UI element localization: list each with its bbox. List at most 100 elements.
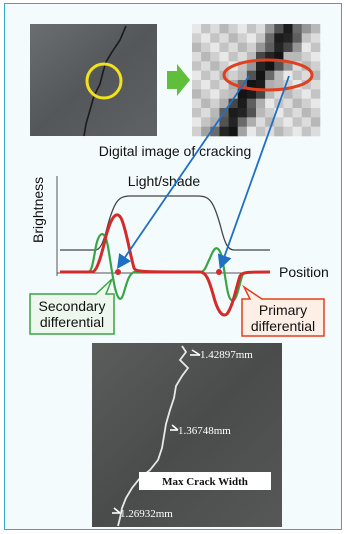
red-highlight-ellipse [222, 58, 314, 92]
pixel-cell [256, 80, 266, 90]
secondary-differential-curve [60, 233, 271, 302]
pixel-cell [283, 98, 293, 109]
pixel-cell [246, 98, 257, 109]
pixel-cell [283, 33, 293, 43]
pixel-cell [228, 108, 239, 118]
pixel-cell [201, 70, 211, 81]
pixel-cell [274, 52, 284, 62]
pixel-cell [237, 117, 248, 127]
pixel-cell [228, 70, 239, 81]
pixel-cell [246, 108, 257, 118]
pixel-cell [256, 117, 266, 127]
pixel-cell [310, 126, 321, 137]
pixel-cell [274, 24, 284, 34]
pixel-cell [246, 70, 257, 81]
pixel-cell [201, 89, 211, 99]
pixel-cell [310, 42, 321, 53]
pixel-cell [310, 108, 321, 118]
pixel-cell [246, 89, 257, 99]
blue-arrow-primary [217, 75, 290, 270]
pixel-cell [201, 24, 211, 34]
pixel-cell [256, 61, 266, 71]
primary-label-line2: differential [251, 318, 315, 334]
pixel-cell [292, 117, 303, 127]
pixel-cell [274, 42, 284, 53]
pixel-cell [283, 52, 293, 62]
pixel-cell [246, 24, 257, 34]
pixel-cell [265, 89, 275, 99]
pixel-cell [192, 80, 202, 90]
pixel-cell [292, 33, 303, 43]
pixel-cell [237, 52, 248, 62]
pixel-cell [210, 89, 220, 99]
pixel-cell [201, 108, 211, 118]
pixel-cell [292, 98, 303, 109]
pixel-cell [274, 108, 284, 118]
pixel-cell [301, 42, 312, 53]
pixel-cell [274, 126, 284, 137]
primary-differential-curve [60, 213, 271, 317]
pixel-cell [283, 126, 293, 137]
pixel-cell [292, 42, 303, 53]
pixel-cell [301, 89, 312, 99]
pixel-cell [246, 61, 257, 71]
pixel-cell [265, 42, 275, 53]
light-shade-curve [60, 195, 270, 251]
pixel-cell [219, 42, 229, 53]
pixel-cell [219, 52, 229, 62]
pixel-cell [310, 33, 321, 43]
pixel-cell [246, 117, 257, 127]
green-arrow-icon [167, 64, 190, 96]
pixel-cell [228, 98, 239, 109]
yellow-highlight-circle [85, 62, 123, 100]
pixel-cell [310, 52, 321, 62]
pixel-cell [301, 52, 312, 62]
pixel-cell [265, 108, 275, 118]
blue-arrow-secondary [116, 75, 250, 269]
pixel-cell [237, 126, 248, 137]
pixel-cell [301, 126, 312, 137]
pixel-cell [283, 80, 293, 90]
pixel-cell [301, 117, 312, 127]
pixel-cell [219, 24, 229, 34]
pixel-cell [256, 89, 266, 99]
pixel-cell [210, 108, 220, 118]
pixel-cell [201, 52, 211, 62]
pixel-cell [201, 42, 211, 53]
pixel-cell [292, 61, 303, 71]
pixel-cell [210, 117, 220, 127]
pixel-cell [274, 61, 284, 71]
pixel-cell [210, 42, 220, 53]
pixel-cell [310, 24, 321, 34]
pixel-cell [219, 89, 229, 99]
pixel-cell [256, 52, 266, 62]
pixel-cell [219, 117, 229, 127]
pixel-cell [192, 117, 202, 127]
max-crack-width-label: Max Crack Width [162, 476, 248, 488]
pixel-cell [265, 98, 275, 109]
pixel-cell [246, 52, 257, 62]
pixel-cell [283, 70, 293, 81]
pixel-cell [301, 98, 312, 109]
pixel-cell [310, 80, 321, 90]
pixel-cell [283, 24, 293, 34]
pixel-cell [192, 42, 202, 53]
pixel-cell [265, 61, 275, 71]
pixel-cell [192, 61, 202, 71]
pixel-cell [237, 24, 248, 34]
pixel-cell [265, 70, 275, 81]
primary-zero-point [216, 269, 222, 275]
pixel-cell [228, 24, 239, 34]
pixel-cell [201, 80, 211, 90]
pixel-cell [256, 126, 266, 137]
secondary-zero-point [115, 269, 121, 275]
pixel-cell [237, 42, 248, 53]
pixel-cell [219, 33, 229, 43]
measurement-1: 1.42897mm [200, 349, 253, 361]
pixel-cell [192, 24, 202, 34]
pixel-cell [219, 98, 229, 109]
pixel-cell [210, 80, 220, 90]
digital-image-caption: Digital image of cracking [99, 143, 252, 159]
pixel-cell [201, 33, 211, 43]
pixel-cell [292, 89, 303, 99]
